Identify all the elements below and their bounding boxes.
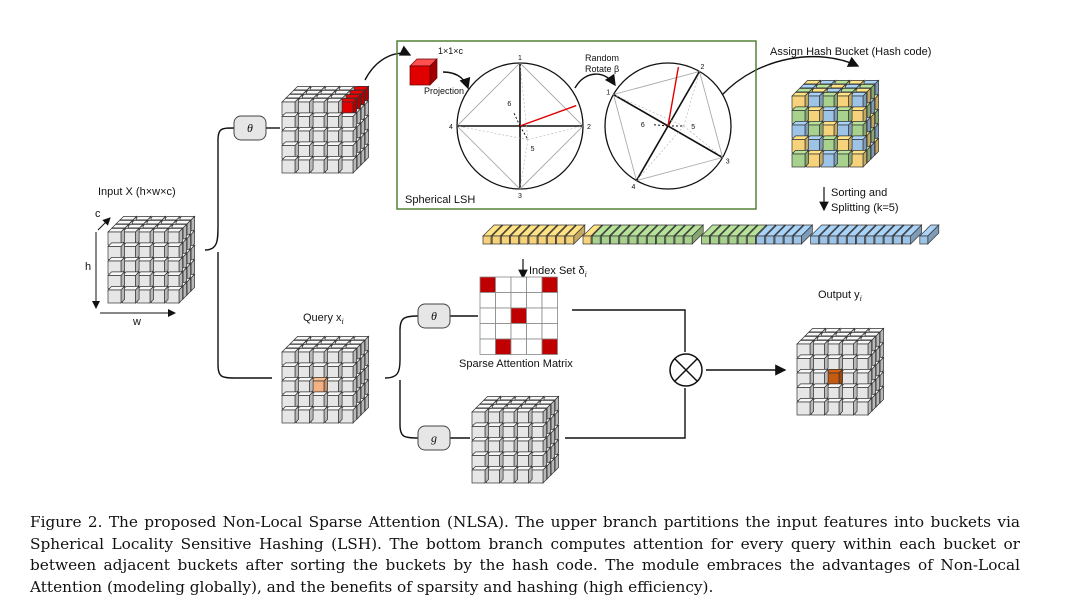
query-label: Query xi bbox=[303, 312, 344, 326]
svg-text:6: 6 bbox=[507, 101, 511, 108]
assign-hash-label: Assign Hash Bucket (Hash code) bbox=[770, 46, 931, 58]
rotate-beta-label: Rotate β bbox=[585, 64, 619, 74]
cube-to-lsh-arrow bbox=[364, 45, 412, 81]
spherical-lsh-box bbox=[396, 40, 757, 210]
projection-arrow bbox=[442, 71, 471, 90]
splitting-label: Splitting (k=5) bbox=[831, 202, 899, 214]
hash-bucket-cube bbox=[791, 79, 880, 168]
svg-text:2: 2 bbox=[701, 64, 705, 71]
sorted-bucket-row bbox=[482, 224, 940, 245]
svg-text:θ: θ bbox=[431, 309, 437, 323]
svg-text:5: 5 bbox=[691, 124, 695, 131]
random-label: Random bbox=[585, 53, 619, 63]
input-label: Input X (h×w×c) bbox=[98, 186, 176, 198]
query-feature-cube bbox=[281, 335, 370, 424]
sphere-projection-circle: 1 2 3 4 5 6 bbox=[449, 55, 591, 200]
output-feature-cube bbox=[796, 327, 885, 416]
nlsa-figure: Input X (h×w×c) c h w θ θ g Spherical LS… bbox=[85, 40, 940, 484]
dim-c-label: c bbox=[95, 208, 101, 220]
svg-text:5: 5 bbox=[531, 146, 535, 153]
g-box: g bbox=[417, 425, 451, 451]
projected-vector-cube bbox=[409, 58, 438, 86]
cube-dim-label: 1×1×c bbox=[438, 46, 464, 56]
input-feature-cube bbox=[107, 215, 196, 304]
index-set-label: Index Set δi bbox=[529, 265, 587, 279]
svg-text:3: 3 bbox=[518, 193, 522, 200]
theta-box-upper: θ bbox=[233, 115, 267, 141]
figure-caption: Figure 2. The proposed Non-Local Sparse … bbox=[30, 513, 1020, 596]
svg-text:2: 2 bbox=[587, 124, 591, 131]
assign-hash-arrow bbox=[721, 56, 860, 96]
svg-text:θ: θ bbox=[247, 121, 253, 135]
svg-text:1: 1 bbox=[606, 90, 610, 97]
theta-box-lower: θ bbox=[417, 303, 451, 329]
sorting-label: Sorting and bbox=[831, 187, 887, 199]
upper-feature-cube bbox=[281, 85, 370, 174]
projection-label: Projection bbox=[424, 86, 464, 96]
connector-lines bbox=[204, 127, 686, 439]
dim-h-label: h bbox=[85, 261, 91, 273]
svg-text:g: g bbox=[431, 431, 437, 445]
svg-text:4: 4 bbox=[632, 184, 636, 191]
g-feature-cube bbox=[471, 395, 560, 484]
spherical-lsh-label: Spherical LSH bbox=[405, 194, 475, 206]
svg-text:1: 1 bbox=[518, 55, 522, 62]
multiply-operator-icon bbox=[669, 353, 703, 387]
dim-w-label: w bbox=[132, 316, 141, 328]
rotate-arrow bbox=[574, 73, 616, 89]
svg-text:4: 4 bbox=[449, 124, 453, 131]
dimension-arrows bbox=[92, 217, 176, 317]
sphere-rotated-circle: 1 2 3 4 5 6 bbox=[604, 62, 732, 191]
svg-text:6: 6 bbox=[641, 122, 645, 129]
sparse-matrix-label: Sparse Attention Matrix bbox=[459, 358, 573, 370]
output-label: Output yi bbox=[818, 289, 862, 303]
sparse-attention-matrix bbox=[479, 276, 558, 355]
svg-text:3: 3 bbox=[726, 159, 730, 166]
